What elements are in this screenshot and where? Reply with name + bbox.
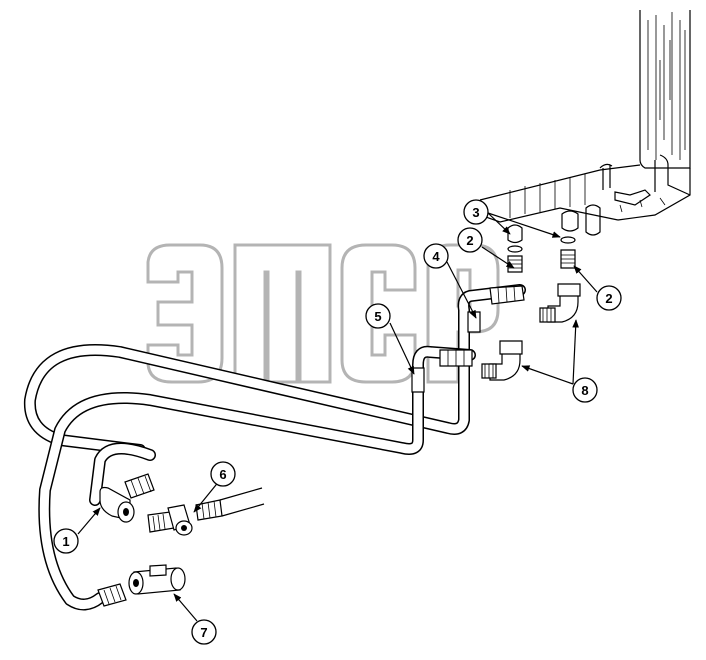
callout-6: 6 xyxy=(210,461,236,487)
callout-7-label: 7 xyxy=(200,625,207,640)
callout-3-label: 3 xyxy=(472,205,479,220)
elbow-fitting-upper xyxy=(539,283,581,323)
callout-3: 3 xyxy=(463,199,489,225)
callout-2a-label: 2 xyxy=(466,233,473,248)
part-6-adapter xyxy=(147,504,193,536)
hose-fitting-4 xyxy=(467,285,525,333)
leader-lines xyxy=(77,212,598,622)
tank-fitting-right xyxy=(560,236,576,269)
tank-assembly xyxy=(479,10,691,236)
hose-upper-pair xyxy=(23,284,526,611)
callout-8: 8 xyxy=(572,377,598,403)
callout-5: 5 xyxy=(365,303,391,329)
callout-5-label: 5 xyxy=(374,309,381,324)
callout-1: 1 xyxy=(53,528,79,554)
part-7-tee xyxy=(128,564,186,595)
elbow-fitting-lower xyxy=(481,340,523,381)
callout-7: 7 xyxy=(191,619,217,645)
callout-2b-label: 2 xyxy=(605,291,612,306)
callout-2b: 2 xyxy=(596,285,622,311)
hose-fitting-lower-left xyxy=(97,583,127,607)
callout-8-label: 8 xyxy=(581,383,588,398)
callout-1-label: 1 xyxy=(62,534,69,549)
callout-4-label: 4 xyxy=(432,249,440,264)
callout-4: 4 xyxy=(423,243,449,269)
callout-6-label: 6 xyxy=(219,467,226,482)
hose-fitting-5 xyxy=(411,349,473,393)
part-1-elbow xyxy=(99,486,135,523)
hose-fitting-upper-left xyxy=(124,473,155,499)
callout-2a: 2 xyxy=(457,227,483,253)
hose-stub-6 xyxy=(195,487,265,521)
